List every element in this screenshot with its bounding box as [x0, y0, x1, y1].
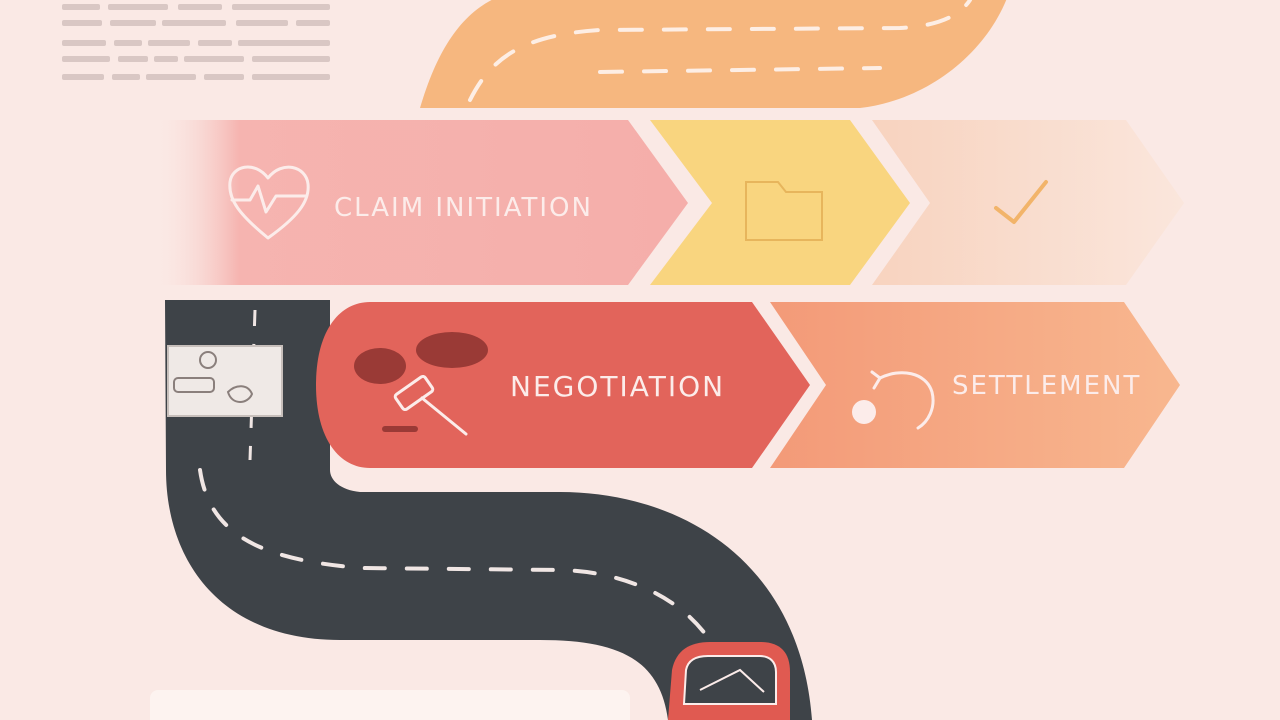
document-card-icon: [167, 345, 283, 417]
stage-settlement[interactable]: SETTLEMENT: [770, 302, 1180, 468]
stage-settlement-label: SETTLEMENT: [952, 371, 1141, 401]
gavel-icon: [354, 332, 488, 436]
decorative-panel: [150, 690, 630, 720]
checkmark-icon: [994, 180, 1048, 224]
stage-negotiation[interactable]: NEGOTIATION: [316, 302, 810, 468]
heart-pulse-icon: [228, 165, 310, 240]
stage-approval[interactable]: [872, 120, 1184, 285]
car-icon: [668, 642, 790, 720]
top-road: [420, 0, 1007, 108]
stage-documentation[interactable]: [650, 120, 910, 285]
stage-negotiation-label: NEGOTIATION: [510, 370, 725, 403]
return-arrow-icon: [852, 370, 935, 430]
blurred-text-block: [62, 4, 330, 80]
stage-claim-initiation[interactable]: CLAIM INITIATION: [160, 120, 688, 285]
folder-icon: [745, 181, 823, 241]
stage-claim-initiation-label: CLAIM INITIATION: [334, 193, 593, 223]
